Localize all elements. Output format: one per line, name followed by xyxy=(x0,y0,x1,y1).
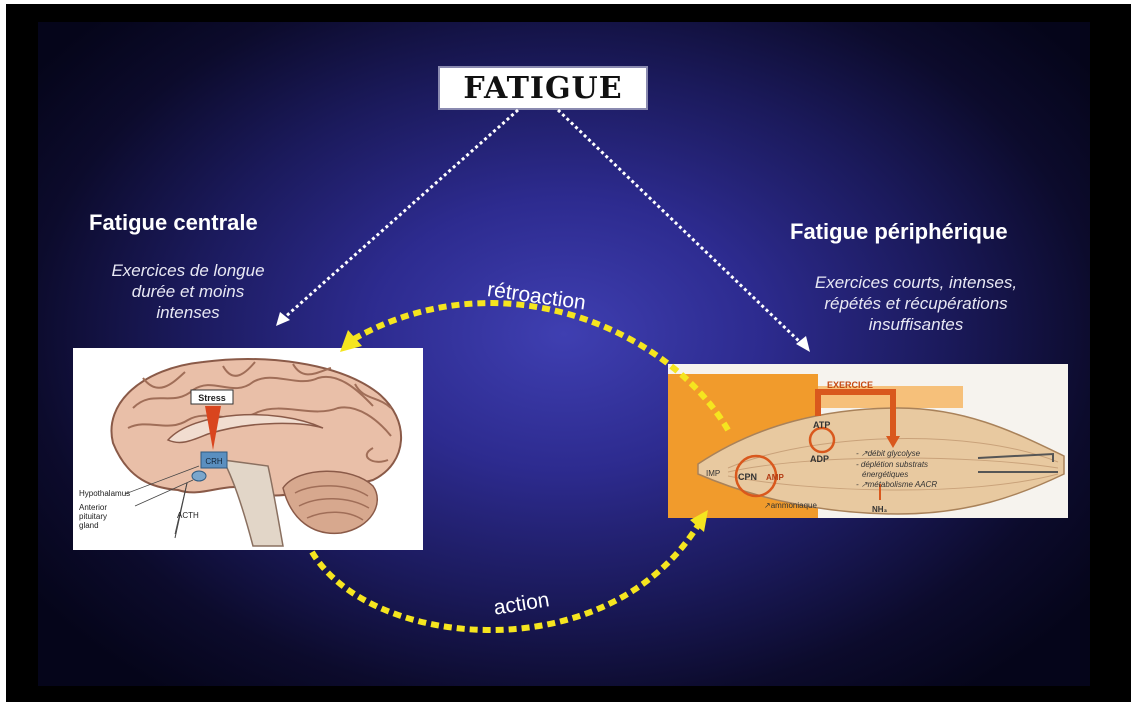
connector-to-peripheral xyxy=(558,110,802,344)
retroaction-arrow xyxy=(352,303,728,430)
connector-to-central xyxy=(284,110,518,318)
yellow-feedback-arrows xyxy=(312,303,728,630)
